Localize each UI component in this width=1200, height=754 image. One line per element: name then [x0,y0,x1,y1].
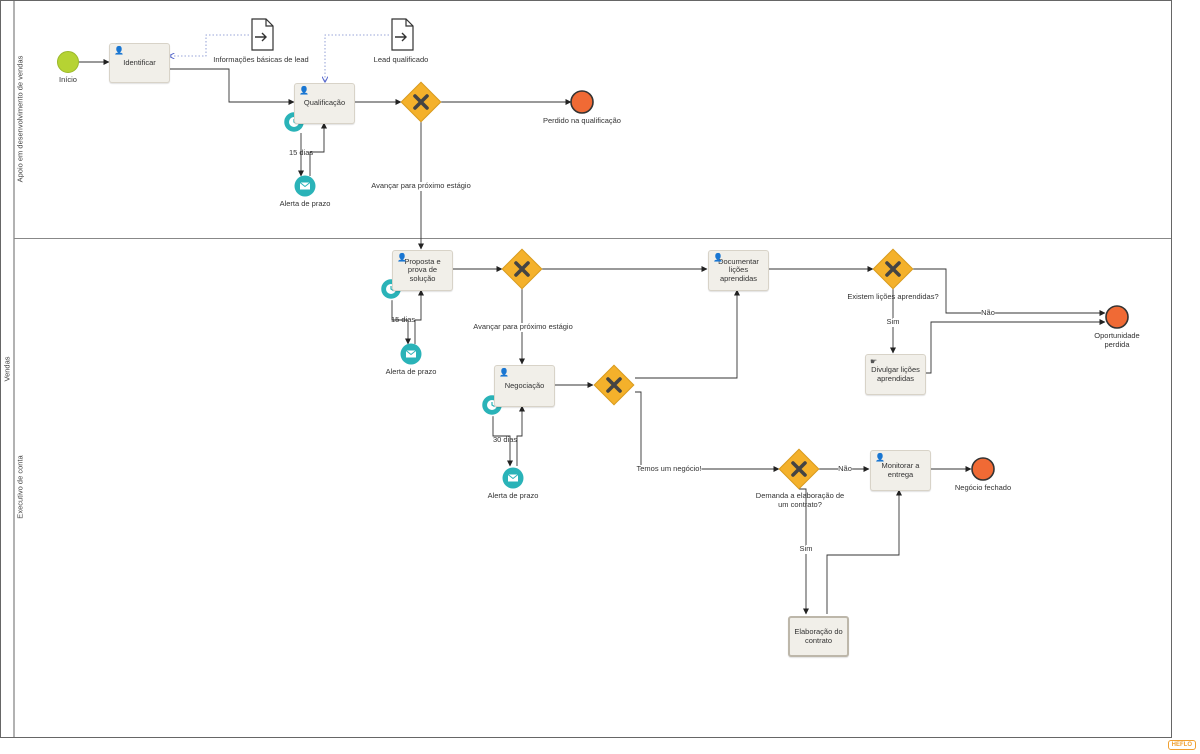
hand-pointer-icon: ☛ [870,357,878,366]
flow-alert1-qualify [309,122,327,176]
alert-label: Alerta de prazo [385,367,437,376]
flow-share-lost [925,319,1106,374]
start-event-label: Início [59,75,77,84]
task-qualify[interactable]: 👤 Qualificação [294,83,355,124]
user-icon: 👤 [299,86,309,95]
flow-contract-monitor [826,489,902,614]
task-label: Negociação [504,380,545,390]
flow-label: Temos um negócio! [636,464,702,474]
user-icon: 👤 [713,253,723,262]
data-object-label: Lead qualificado [373,55,429,64]
deal-closed-label: Negócio fechado [954,483,1012,492]
flow-label: Não [981,308,995,318]
task-contract[interactable]: Elaboração do contrato [788,616,849,657]
pool-title: Vendas [2,356,12,382]
gateways [400,81,914,490]
flow-timer3-alert [492,416,513,467]
clock-icon [480,393,504,417]
flow-label: Sim [886,317,900,327]
task-label: Monitorar a entrega [881,460,920,479]
task-document-lessons[interactable]: 👤 Documentar lições aprendidas [708,250,769,291]
brand-logo: HEFLO [1167,740,1196,750]
task-label: Elaboração do contrato [794,626,843,645]
user-icon: 👤 [397,253,407,262]
timer-label: 15 dias [391,315,416,324]
user-icon: 👤 [875,453,885,462]
lane-title-account-exec: Executivo de conta [15,455,25,519]
document-icon [251,18,274,51]
gateway-4 [593,364,635,406]
end-event-lost-opportunity [1105,305,1129,329]
pool [0,0,1172,738]
gateway-label: Demanda a elaboração de um contrato? [755,491,845,509]
lane-title-sales-support: Apoio em desenvolvimento de vendas [15,55,25,183]
gateway-2 [501,248,543,290]
gateway-5 [778,448,820,490]
flow-identify-qualify [169,68,295,105]
task-negotiation[interactable]: 👤 Negociação [494,365,555,407]
envelope-icon [400,343,422,365]
flow-timer2-alert [391,300,411,345]
data-associations [169,34,389,82]
flow-gw4-gw5 [635,391,780,472]
task-label: Qualificação [303,98,346,108]
task-label: Divulgar lições aprendidas [871,364,920,383]
task-proposal[interactable]: 👤 Proposta e prova de solução [392,250,453,291]
flow-gw4-document [635,289,740,379]
flow-gw3-lost [913,268,1106,316]
lost-qualification-label: Perdido na qualificação [543,116,621,125]
task-label: Identificar [123,57,156,67]
data-objects [251,18,414,51]
envelope-icon [502,467,524,489]
events [57,51,1129,481]
assoc-lead-info [169,34,249,56]
flow-label: Avançar para próximo estágio [371,181,471,191]
user-icon: 👤 [114,46,124,55]
timer-label: 30 dias [493,435,518,444]
task-monitor[interactable]: 👤 Monitorar a entrega [870,450,931,491]
gateway-3 [872,248,914,290]
end-event-lost-qualification [570,90,594,114]
flow-alert2-proposal [414,289,424,344]
flow-label: Sim [799,544,813,554]
task-share-lessons[interactable]: ☛ Divulgar lições aprendidas [865,354,926,395]
alert-label: Alerta de prazo [279,199,331,208]
flow-label: Avançar para próximo estágio [473,322,573,332]
lost-opportunity-label: Oportunidade perdida [1094,331,1140,349]
gateway-label: Existem lições aprendidas? [847,292,939,301]
envelope-icon [294,175,316,197]
task-label: Proposta e prova de solução [404,256,441,283]
timer-label: 15 dias [289,148,314,157]
flow-alert3-negotiation [516,405,525,466]
start-event [57,51,79,73]
alert-events [294,175,524,489]
flow-gw5-contract [799,488,809,615]
data-object-label: Informações básicas de lead [213,55,309,64]
task-identify[interactable]: 👤 Identificar [109,43,170,83]
flow-label: Não [838,464,852,474]
end-event-deal-closed [971,457,995,481]
document-icon [391,18,414,51]
user-icon: 👤 [499,368,509,377]
sequence-flows [79,59,1106,615]
assoc-qualified-lead [325,34,389,82]
task-label: Documentar lições aprendidas [718,256,759,283]
alert-label: Alerta de prazo [487,491,539,500]
gateway-1 [400,81,442,123]
